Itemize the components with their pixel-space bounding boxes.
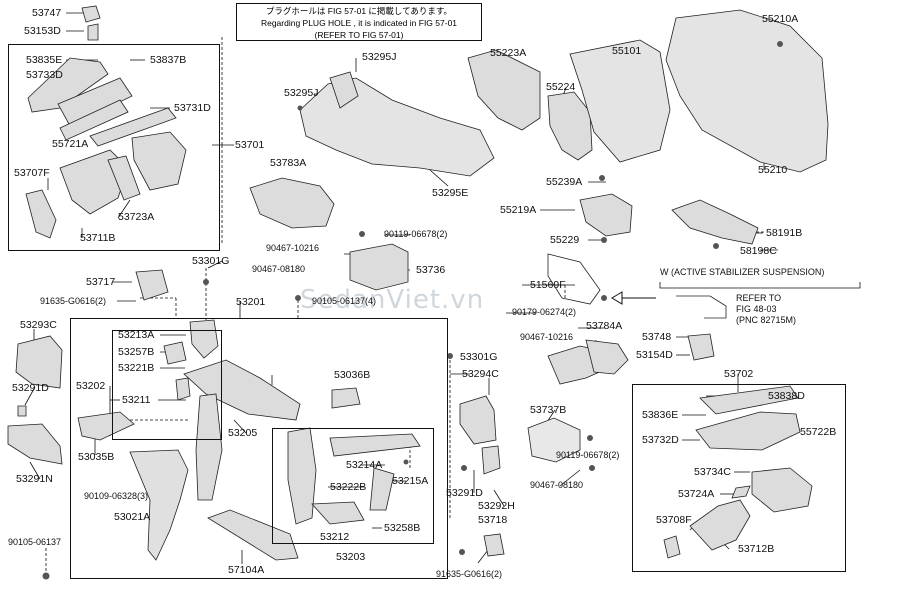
- note-line-1: プラグホールは FIG 57-01 に掲載してあります。: [265, 6, 453, 16]
- part-label[interactable]: 53213A: [118, 329, 155, 341]
- note-line-2: Regarding PLUG HOLE , it is indicated in…: [260, 18, 458, 28]
- part-label[interactable]: 90119-06678(2): [384, 229, 448, 239]
- reference-note: プラグホールは FIG 57-01 に掲載してあります。 Regarding P…: [236, 3, 482, 41]
- part-label[interactable]: 53258B: [384, 522, 421, 534]
- part-label[interactable]: 53295E: [432, 187, 469, 199]
- part-label[interactable]: 53035B: [78, 451, 115, 463]
- part-label[interactable]: 53783A: [270, 157, 307, 169]
- variant-refer-2: FIG 48-03: [736, 304, 777, 314]
- part-label[interactable]: 53301G: [460, 351, 498, 363]
- group-box-53201: [70, 318, 448, 579]
- part-label[interactable]: 58191B: [766, 227, 803, 239]
- part-label[interactable]: 53221B: [118, 362, 155, 374]
- part-label[interactable]: 53732D: [642, 434, 679, 446]
- part-label[interactable]: 53718: [478, 514, 508, 526]
- part-label[interactable]: 55223A: [490, 47, 527, 59]
- part-label[interactable]: 53784A: [586, 320, 623, 332]
- part-label[interactable]: 53702: [724, 368, 754, 380]
- part-label[interactable]: 53291D: [12, 382, 49, 394]
- part-label[interactable]: 53211: [122, 394, 151, 406]
- part-label[interactable]: 53747: [32, 7, 62, 19]
- part-label[interactable]: 53205: [228, 427, 258, 439]
- part-label[interactable]: 55219A: [500, 204, 537, 216]
- part-label[interactable]: 90467-10216: [266, 243, 320, 253]
- part-label[interactable]: 91635-G0616(2): [40, 296, 107, 306]
- part-label[interactable]: 53835E: [26, 54, 63, 66]
- part-label[interactable]: 53838D: [768, 390, 805, 402]
- part-label[interactable]: 53717: [86, 276, 116, 288]
- part-label[interactable]: 53731D: [174, 102, 211, 114]
- part-label[interactable]: 53293C: [20, 319, 57, 331]
- part-label[interactable]: 91635-G0616(2): [436, 569, 503, 579]
- part-label[interactable]: 53723A: [118, 211, 155, 223]
- part-label[interactable]: 53291D: [446, 487, 483, 499]
- part-label[interactable]: 53036B: [334, 369, 371, 381]
- part-label[interactable]: 53292H: [478, 500, 515, 512]
- group-box-53203: [272, 428, 434, 544]
- part-label[interactable]: 55210: [758, 164, 788, 176]
- part-label[interactable]: 53295J: [362, 51, 397, 63]
- part-label[interactable]: 53734C: [694, 466, 731, 478]
- part-label[interactable]: 58198C: [740, 245, 777, 257]
- part-label[interactable]: 55229: [550, 234, 580, 246]
- part-label[interactable]: 53153D: [24, 25, 61, 37]
- part-label[interactable]: 53701: [235, 139, 265, 151]
- part-label[interactable]: 90467-10216: [520, 332, 574, 342]
- part-label[interactable]: 53837B: [150, 54, 187, 66]
- part-label[interactable]: 51569F: [530, 279, 566, 291]
- part-label[interactable]: 53295J: [284, 87, 319, 99]
- group-box-53702: [632, 384, 846, 572]
- part-label[interactable]: 53214A: [346, 459, 383, 471]
- part-label[interactable]: 53707F: [14, 167, 50, 179]
- part-label[interactable]: 90109-06328(3): [84, 491, 149, 501]
- part-label[interactable]: 55224: [546, 81, 576, 93]
- part-label[interactable]: 53712B: [738, 543, 775, 555]
- part-label[interactable]: 53154D: [636, 349, 673, 361]
- part-label[interactable]: 53301G: [192, 255, 230, 267]
- part-label[interactable]: 53215A: [392, 475, 429, 487]
- part-label[interactable]: 53748: [642, 331, 672, 343]
- part-label[interactable]: 55210A: [762, 13, 799, 25]
- part-label[interactable]: 53203: [336, 551, 366, 563]
- part-label[interactable]: 90105-06137(4): [312, 296, 377, 306]
- part-label[interactable]: 90467-08180: [530, 480, 584, 490]
- group-box-53701: [8, 44, 220, 251]
- part-label[interactable]: 53291N: [16, 473, 53, 485]
- part-label[interactable]: 53836E: [642, 409, 679, 421]
- part-label[interactable]: 55722B: [800, 426, 837, 438]
- part-label[interactable]: 53202: [76, 380, 106, 392]
- part-label[interactable]: 53201: [236, 296, 266, 308]
- part-label[interactable]: 57104A: [228, 564, 265, 576]
- variant-refer-3: (PNC 82715M): [736, 315, 797, 325]
- part-label[interactable]: 53294C: [462, 368, 499, 380]
- variant-title: W (ACTIVE STABILIZER SUSPENSION): [660, 267, 825, 277]
- part-label[interactable]: 53222B: [330, 481, 367, 493]
- part-label[interactable]: 53212: [320, 531, 350, 543]
- part-label[interactable]: 53736: [416, 264, 446, 276]
- part-label[interactable]: 90467-08180: [252, 264, 306, 274]
- part-label[interactable]: 53021A: [114, 511, 151, 523]
- part-label[interactable]: 53733D: [26, 69, 63, 81]
- watermark: SedanViet.vn: [300, 285, 485, 315]
- part-label[interactable]: 55101: [612, 45, 642, 57]
- group-box-53202: [112, 330, 222, 440]
- part-label[interactable]: 90119-06678(2): [556, 450, 620, 460]
- variant-refer-1: REFER TO: [736, 293, 782, 303]
- part-label[interactable]: 53708F: [656, 514, 692, 526]
- part-label[interactable]: 90179-06274(2): [512, 307, 577, 317]
- part-label[interactable]: 53711B: [80, 232, 116, 244]
- part-label[interactable]: 55721A: [52, 138, 89, 150]
- part-label[interactable]: 53257B: [118, 346, 155, 358]
- part-label[interactable]: 53724A: [678, 488, 715, 500]
- note-line-3: (REFER TO FIG 57-01): [314, 30, 404, 40]
- part-label[interactable]: 90105-06137: [8, 537, 62, 547]
- part-label[interactable]: 53737B: [530, 404, 567, 416]
- part-label[interactable]: 55239A: [546, 176, 583, 188]
